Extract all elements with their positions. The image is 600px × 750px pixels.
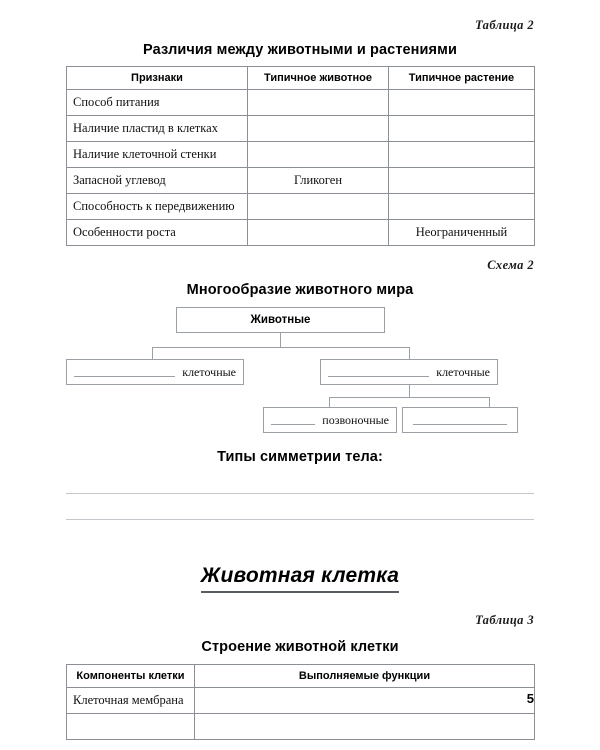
table3-title: Строение животной клетки bbox=[201, 639, 399, 655]
table-row: Наличие клеточной стенки bbox=[66, 141, 535, 168]
animal-answer-cell[interactable] bbox=[247, 141, 389, 168]
feature-label: Способность к передвижению bbox=[66, 193, 248, 220]
plant-answer-cell[interactable] bbox=[388, 141, 535, 168]
table2-caption: Таблица 2 bbox=[475, 18, 534, 32]
connector-level3-span bbox=[329, 397, 489, 398]
animal-answer-cell[interactable]: Гликоген bbox=[247, 167, 389, 194]
column-header-cell-components: Компоненты клетки bbox=[66, 664, 195, 688]
component-label: Клеточная мембрана bbox=[66, 687, 195, 714]
diagram-node-invertebrates[interactable]: позвоночные bbox=[263, 407, 397, 433]
scheme2-caption: Схема 2 bbox=[487, 258, 534, 272]
table-row: Наличие пластид в клетках bbox=[66, 115, 535, 142]
table-row: Запасной углевод Гликоген bbox=[66, 167, 535, 194]
connector-level2-span bbox=[152, 347, 409, 348]
feature-label: Способ питания bbox=[66, 89, 248, 116]
table2-title: Различия между животными и растениями bbox=[143, 42, 457, 58]
column-header-features: Признаки bbox=[66, 66, 248, 90]
table-row: Клеточная мембрана bbox=[66, 687, 535, 714]
feature-label: Запасной углевод bbox=[66, 167, 248, 194]
plant-answer-cell[interactable] bbox=[388, 115, 535, 142]
connector-level3-left-drop bbox=[329, 397, 330, 407]
symmetry-answer-line[interactable] bbox=[66, 493, 534, 494]
animal-diversity-diagram: Животные клеточные клеточные позвоночные bbox=[66, 307, 534, 433]
animal-answer-cell[interactable] bbox=[247, 89, 389, 116]
table-header-row: Признаки Типичное животное Типичное раст… bbox=[66, 66, 535, 90]
column-header-typical-plant: Типичное растение bbox=[388, 66, 535, 90]
table-row bbox=[66, 713, 535, 740]
component-answer-cell[interactable] bbox=[66, 713, 195, 740]
scheme2-title: Многообразие животного мира bbox=[186, 282, 414, 298]
page-number: 5 bbox=[526, 691, 534, 706]
answer-blank[interactable] bbox=[413, 415, 507, 425]
column-header-typical-animal: Типичное животное bbox=[247, 66, 389, 90]
animal-answer-cell[interactable] bbox=[247, 193, 389, 220]
symmetry-answer-line[interactable] bbox=[66, 519, 534, 520]
connector-level3-right-drop bbox=[489, 397, 490, 407]
answer-blank[interactable] bbox=[328, 367, 430, 377]
table-row: Способность к передвижению bbox=[66, 193, 535, 220]
plant-answer-cell[interactable]: Неограниченный bbox=[388, 219, 535, 246]
animal-answer-cell[interactable] bbox=[247, 219, 389, 246]
answer-blank[interactable] bbox=[74, 367, 176, 377]
table-differences-animals-plants: Признаки Типичное животное Типичное раст… bbox=[66, 66, 535, 246]
table-row: Особенности роста Неограниченный bbox=[66, 219, 535, 246]
table-header-row: Компоненты клетки Выполняемые функции bbox=[66, 664, 535, 688]
diagram-node-root: Животные bbox=[176, 307, 385, 333]
diagram-root-label: Животные bbox=[250, 314, 311, 326]
answer-blank[interactable] bbox=[271, 415, 316, 425]
animal-answer-cell[interactable] bbox=[247, 115, 389, 142]
feature-label: Наличие клеточной стенки bbox=[66, 141, 248, 168]
diagram-node-blank[interactable] bbox=[402, 407, 518, 433]
diagram-node-multicellular[interactable]: клеточные bbox=[320, 359, 498, 385]
diagram-node-label: позвоночные bbox=[322, 412, 389, 427]
function-answer-cell[interactable] bbox=[194, 687, 535, 714]
feature-label: Особенности роста bbox=[66, 219, 248, 246]
table-row: Способ питания bbox=[66, 89, 535, 116]
column-header-functions: Выполняемые функции bbox=[194, 664, 535, 688]
plant-answer-cell[interactable] bbox=[388, 89, 535, 116]
chapter-heading: Животная клетка bbox=[66, 564, 534, 593]
symmetry-title: Типы симметрии тела: bbox=[217, 449, 383, 465]
diagram-node-label: клеточные bbox=[436, 364, 490, 379]
connector-level2-left-drop bbox=[152, 347, 153, 359]
connector-level2-right-drop bbox=[409, 347, 410, 359]
table-animal-cell-structure: Компоненты клетки Выполняемые функции Кл… bbox=[66, 664, 535, 740]
table3-caption: Таблица 3 bbox=[475, 613, 534, 627]
connector-multicellular-down bbox=[409, 385, 410, 397]
connector-root-down bbox=[280, 333, 281, 347]
plant-answer-cell[interactable] bbox=[388, 193, 535, 220]
function-answer-cell[interactable] bbox=[194, 713, 535, 740]
feature-label: Наличие пластид в клетках bbox=[66, 115, 248, 142]
diagram-node-label: клеточные bbox=[182, 364, 236, 379]
plant-answer-cell[interactable] bbox=[388, 167, 535, 194]
diagram-node-unicellular[interactable]: клеточные bbox=[66, 359, 244, 385]
chapter-title: Животная клетка bbox=[200, 564, 400, 593]
